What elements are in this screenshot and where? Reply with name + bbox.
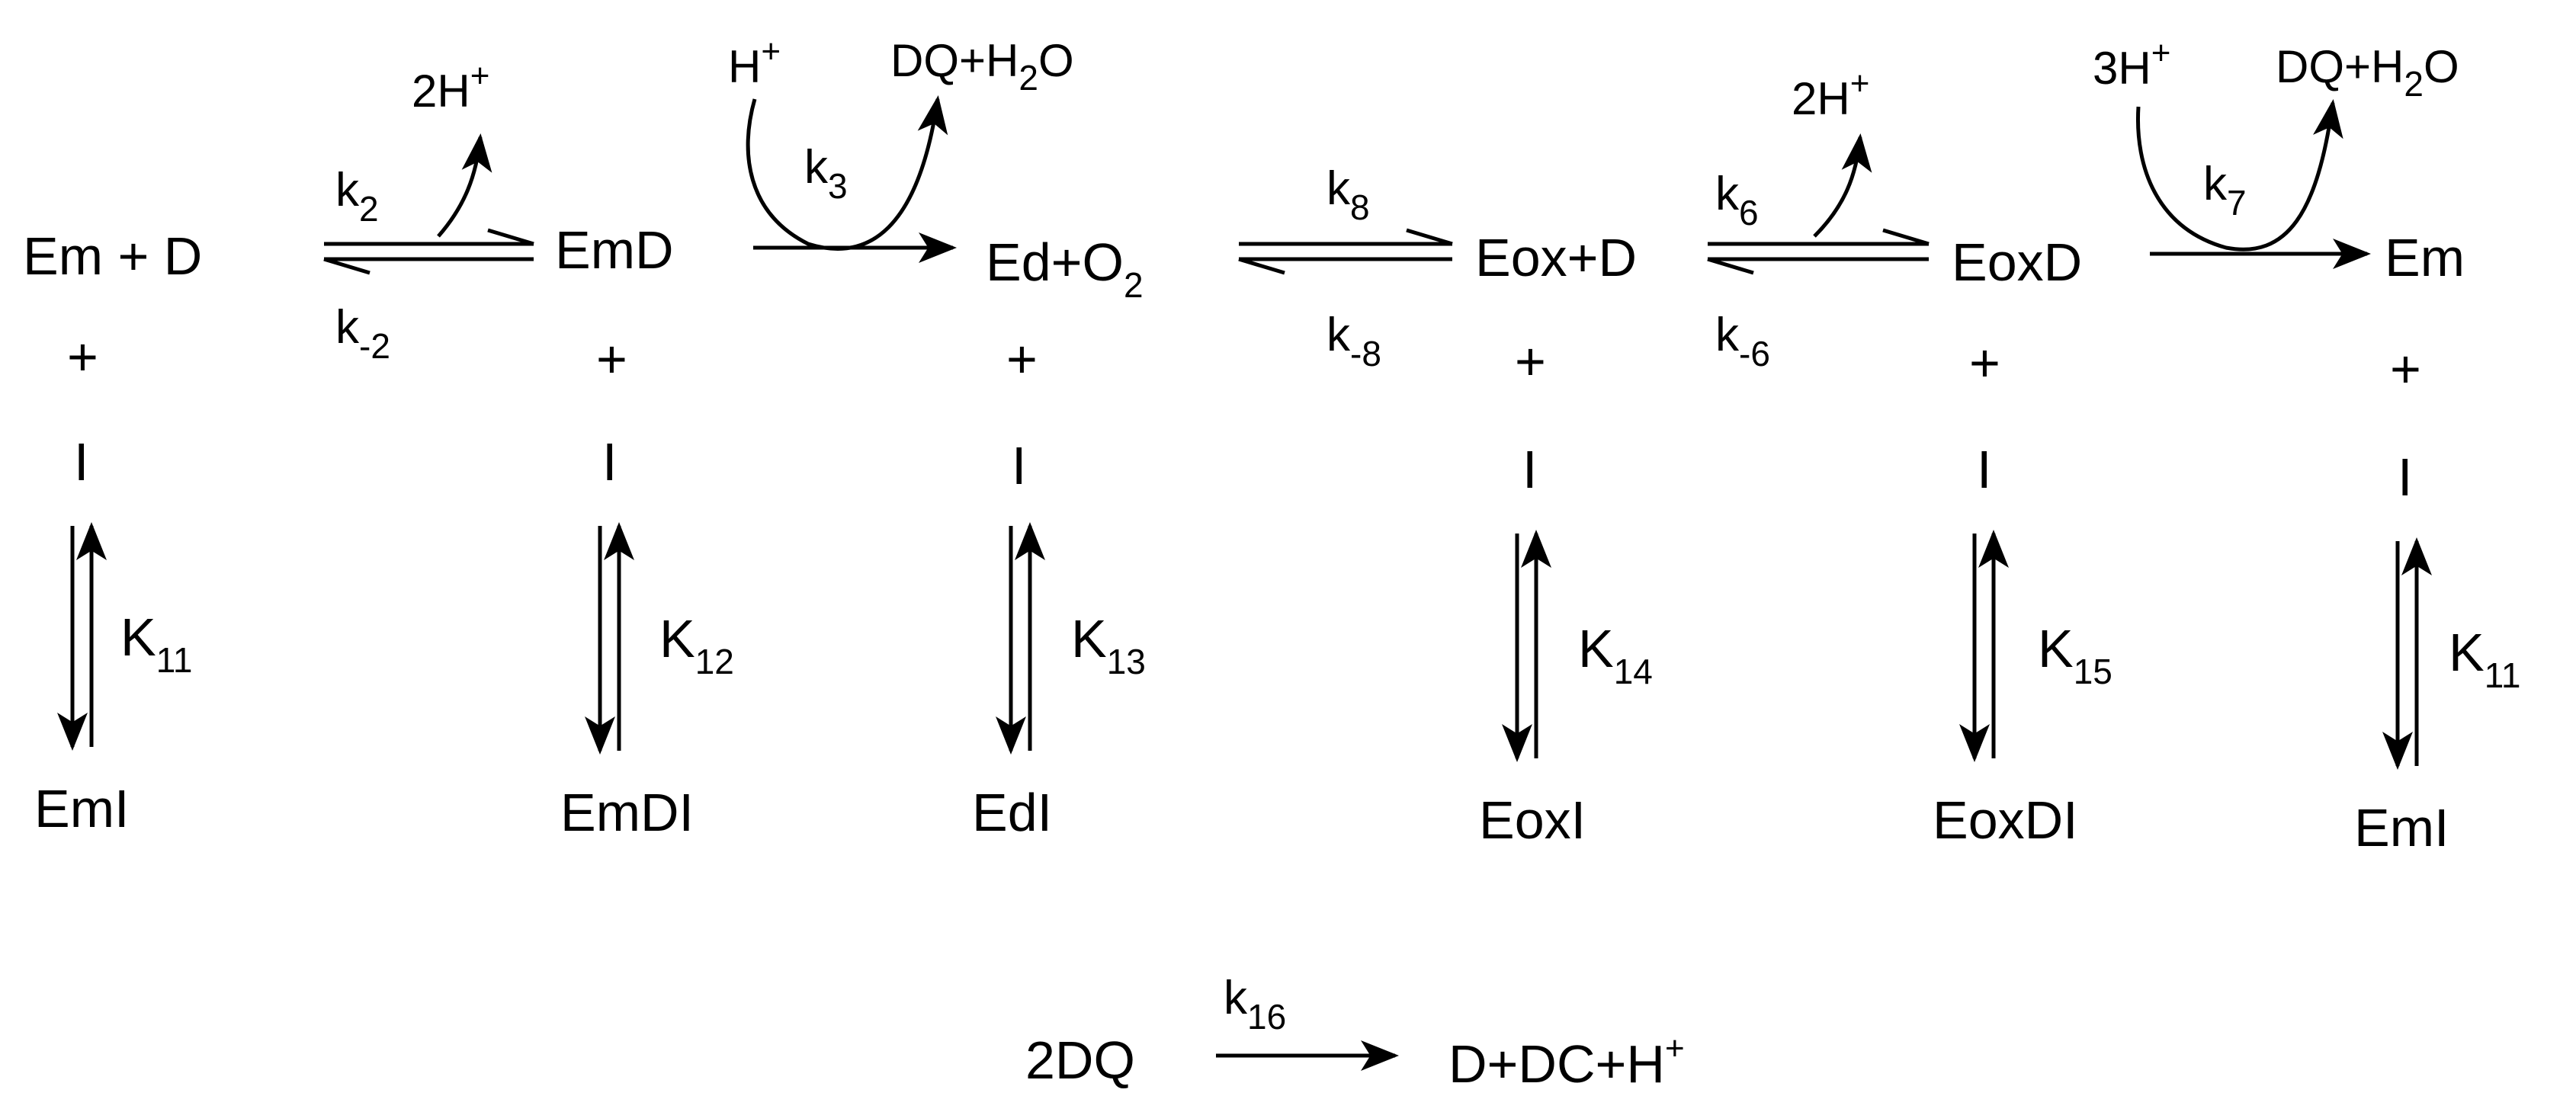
species-em-end: Em [2385, 228, 2465, 287]
rate-k6: k6 [1715, 168, 1759, 232]
complex-edi: EdI [972, 783, 1052, 842]
plus-sign: + [1515, 332, 1546, 391]
curved-arrow-k3 [746, 95, 948, 251]
curved-arrow-k7 [2135, 99, 2343, 252]
side-reactant: 2DQ [1025, 1030, 1135, 1090]
species-emd: EmD [555, 220, 674, 280]
rate-k7: k7 [2203, 158, 2247, 223]
rate-k2: k2 [335, 164, 379, 229]
rate-k-minus-8: k-8 [1326, 309, 1381, 373]
constant-k15: K15 [2038, 619, 2112, 691]
plus-sign: + [1969, 333, 2000, 393]
complex-eoxdi: EoxDI [1933, 790, 2078, 850]
inhibitor-column-1: + I K11 EmI [34, 327, 192, 838]
rate-k-minus-6: k-6 [1715, 309, 1770, 373]
side-products: D+DC+H+ [1448, 1030, 1685, 1094]
inhibitor-column-2: + I K12 EmDI [560, 329, 734, 842]
three-h-plus: 3H+ [2093, 34, 2170, 94]
two-h-plus-b: 2H+ [1792, 65, 1869, 124]
species-eox-plus-d: Eox+D [1475, 228, 1637, 287]
plus-sign: + [1006, 329, 1038, 389]
species-em-plus-d: Em + D [23, 226, 202, 286]
complex-emdi: EmDI [560, 783, 694, 842]
inhibitor-i: I [2398, 447, 2412, 507]
proton-release-arrow-a [437, 133, 492, 238]
constant-k11-b: K11 [2449, 623, 2520, 695]
dq-water-a: DQ+H2O [890, 35, 1074, 98]
two-h-plus-a: 2H+ [412, 57, 489, 117]
species-eoxd: EoxD [1952, 232, 2082, 292]
rate-k3: k3 [804, 141, 848, 206]
rate-k16: k16 [1224, 972, 1286, 1037]
inhibitor-i: I [1522, 440, 1537, 499]
equilibrium-arrows-k8 [1238, 228, 1453, 275]
rate-k-minus-2: k-2 [335, 301, 390, 366]
inhibitor-i: I [74, 432, 88, 492]
inhibitor-i: I [1977, 440, 1991, 499]
equilibrium-arrows-k2 [323, 228, 534, 275]
inhibitor-i: I [602, 432, 617, 492]
plus-sign: + [67, 327, 98, 386]
inhibitor-column-3: + I K13 EdI [972, 329, 1146, 842]
inhibitor-column-5: + I K15 EoxDI [1933, 333, 2112, 850]
complex-emi-a: EmI [34, 779, 129, 838]
proton-release-arrow-b [1813, 133, 1872, 238]
constant-k11-a: K11 [120, 607, 192, 680]
plus-sign: + [2390, 339, 2421, 399]
species-ed-o2: Ed+O2 [986, 232, 1144, 305]
plus-sign: + [596, 329, 627, 389]
complex-emi-b: EmI [2354, 798, 2449, 857]
inhibitor-column-6: + I K11 EmI [2354, 339, 2520, 857]
h-plus: H+ [728, 33, 781, 92]
inhibitor-column-4: + I K14 EoxI [1479, 332, 1653, 850]
inhibitor-i: I [1012, 436, 1026, 495]
constant-k12: K12 [659, 609, 734, 681]
equilibrium-arrows-k6 [1707, 228, 1930, 275]
dq-water-b: DQ+H2O [2276, 41, 2459, 104]
constant-k14: K14 [1578, 619, 1653, 691]
side-reaction: 2DQ k16 D+DC+H+ [1025, 972, 1685, 1094]
complex-eoxi: EoxI [1479, 790, 1586, 850]
rate-k8: k8 [1326, 162, 1370, 227]
constant-k13: K13 [1071, 609, 1146, 681]
